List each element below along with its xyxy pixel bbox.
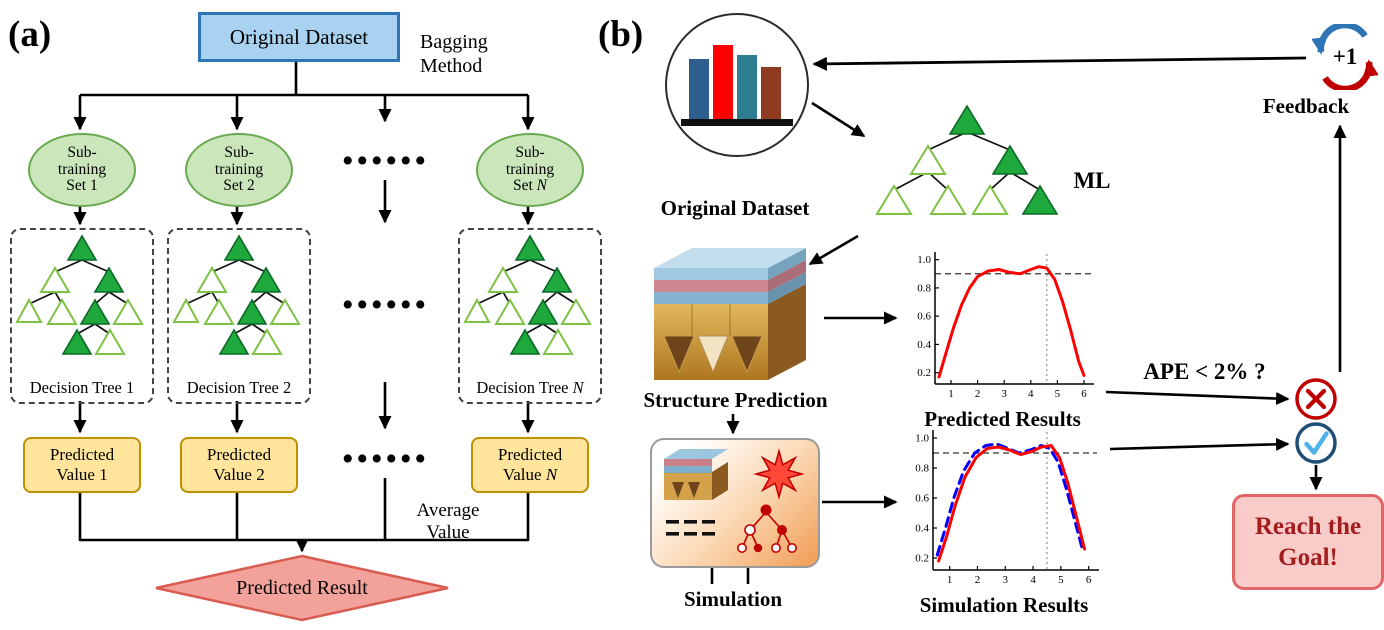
svg-text:3: 3 [1001,388,1007,400]
decision-tree-icon [464,235,591,355]
cross-icon [1295,378,1337,420]
ellipsis-dots: ...... [341,119,429,175]
simulation-label: Simulation [683,587,783,611]
svg-text:5: 5 [1058,574,1064,586]
predicted-result-label: Predicted Result [236,576,368,599]
original-dataset-label: Original Dataset [229,24,369,49]
svg-text:3: 3 [1003,574,1009,586]
decision-tree-box-n: Decision Tree N [458,228,602,404]
bagging-method-label: Bagging Method [420,31,488,77]
ml-tree-icon [876,105,1058,215]
diamond-shape [155,554,449,622]
predicted-value-box-2: Predicted Value 2 [180,437,298,493]
svg-text:0.2: 0.2 [915,553,929,565]
bar-chart-icon [665,13,809,157]
svg-text:1.0: 1.0 [917,254,931,266]
svg-text:0.6: 0.6 [917,311,931,323]
svg-text:6: 6 [1086,574,1092,586]
original-dataset-label-b: Original Dataset [660,196,810,220]
decision-tree-label: Decision Tree N [476,378,584,397]
plus-one-cycle-icon [1312,24,1378,90]
svg-text:6: 6 [1081,388,1087,400]
feedback-label: Feedback [1262,94,1350,118]
decision-tree-box-2: Decision Tree 2 [167,228,311,404]
svg-text:2: 2 [975,388,981,400]
svg-text:4: 4 [1030,574,1036,586]
panel-b-label: (b) [598,14,644,55]
simulation-icon [650,438,820,568]
predicted-results-label: Predicted Results [924,407,1081,431]
subtraining-set-n: Sub-training Set N [476,133,584,207]
decision-tree-icon [173,235,300,355]
simulation-results-label: Simulation Results [919,593,1089,617]
structure-prediction-label: Structure Prediction [643,388,828,412]
svg-text:1.0: 1.0 [915,433,929,445]
decision-tree-label: Decision Tree 2 [186,378,292,397]
svg-text:2: 2 [975,574,981,586]
subtraining-set-2: Sub-training Set 2 [185,133,293,207]
ml-label: ML [1073,168,1111,193]
svg-text:0.8: 0.8 [917,282,931,294]
decision-tree-label: Decision Tree 1 [29,378,135,397]
svg-text:0.4: 0.4 [917,339,931,351]
reach-the-goal-box: Reach the Goal! [1232,494,1384,590]
plus-one-label: +1 [1332,44,1358,69]
subtraining-set-1: Sub-training Set 1 [28,133,136,207]
panel-a-label: (a) [8,14,52,55]
decision-tree-icon [16,235,143,355]
predicted-value-box-n: Predicted Value N [471,437,589,493]
svg-text:0.2: 0.2 [917,367,931,379]
ape-question-label: APE < 2% ? [1143,359,1266,384]
ellipsis-dots: ...... [341,417,429,473]
simulation-results-plot: 0.2 0.4 0.6 0.8 1.0 1 2 3 4 5 6 [915,430,1099,586]
svg-text:4: 4 [1028,388,1034,400]
predicted-value-box-1: Predicted Value 1 [23,437,141,493]
svg-text:0.6: 0.6 [915,493,929,505]
check-icon [1295,422,1337,464]
svg-text:1: 1 [947,574,953,586]
original-dataset-box: Original Dataset [198,12,400,62]
svg-text:0.8: 0.8 [915,463,929,475]
structure-prediction-image [654,248,806,380]
burst-icon [753,448,805,500]
svg-text:0.4: 0.4 [915,523,929,535]
ellipsis-dots: ...... [341,263,429,319]
svg-text:1: 1 [948,388,954,400]
svg-text:5: 5 [1055,388,1061,400]
decision-tree-box-1: Decision Tree 1 [10,228,154,404]
predicted-results-plot: 0.2 0.4 0.6 0.8 1.0 1 2 3 4 5 6 [917,252,1094,400]
